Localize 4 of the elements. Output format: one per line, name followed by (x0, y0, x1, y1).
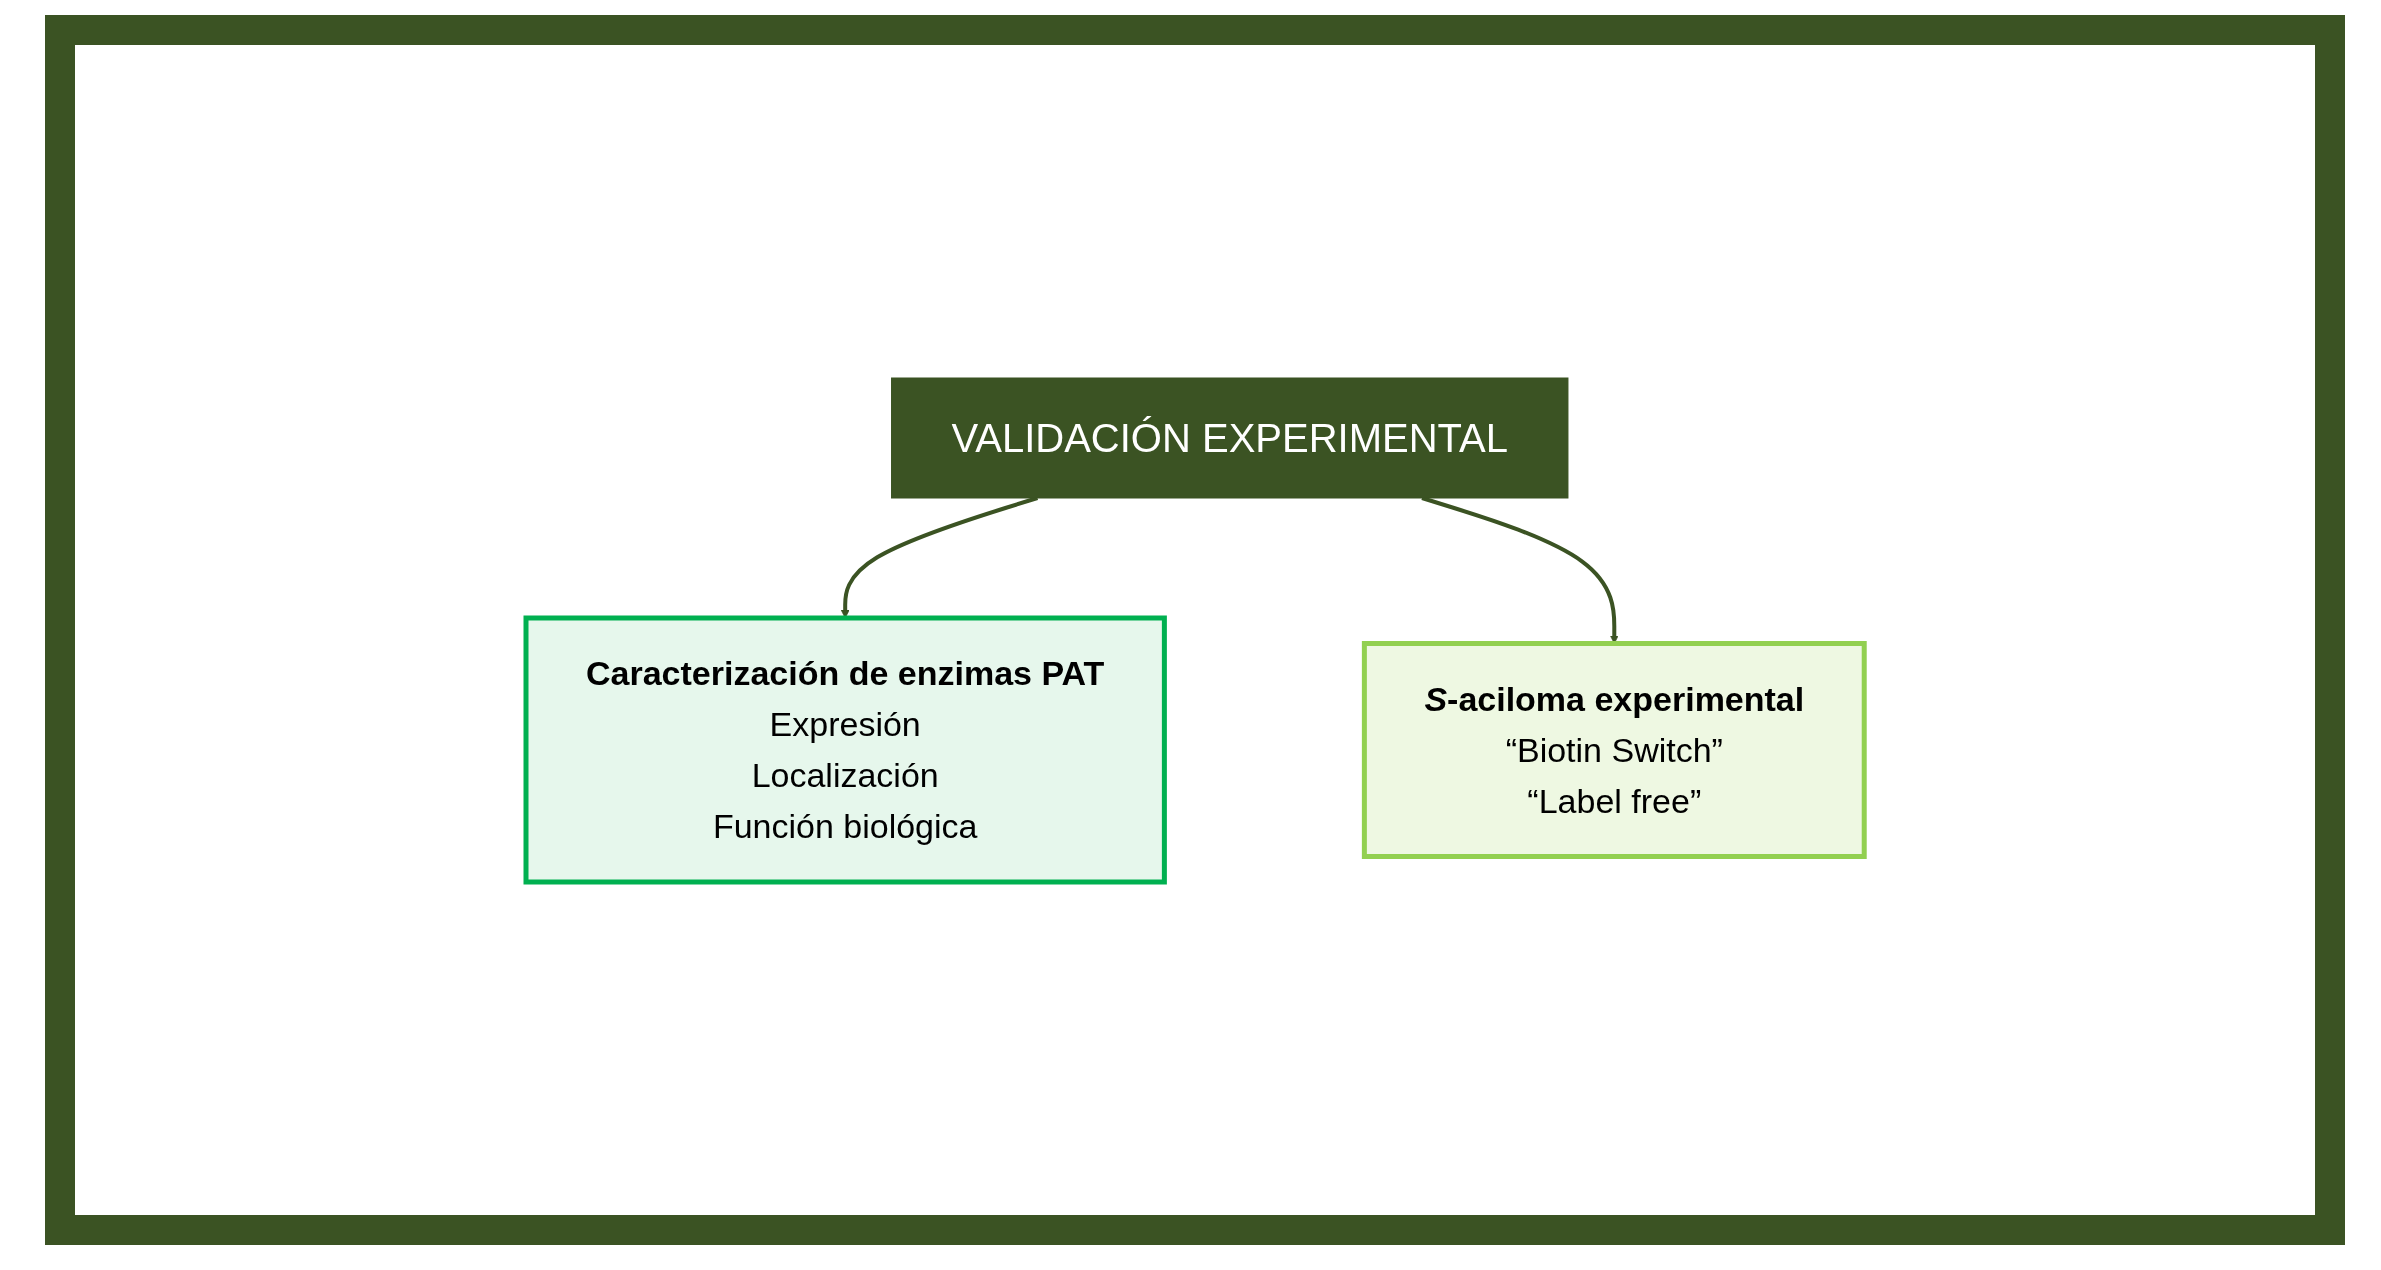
node-box (890, 377, 1569, 499)
node-box (523, 615, 1167, 885)
node-box (1361, 641, 1867, 859)
frame-border: VALIDACIÓN EXPERIMENTAL Caracterización de enzimas PAT Expresión Localización Función biológica S-aciloma experimental “Biotin Switch” “Label free” (45, 15, 2345, 1245)
